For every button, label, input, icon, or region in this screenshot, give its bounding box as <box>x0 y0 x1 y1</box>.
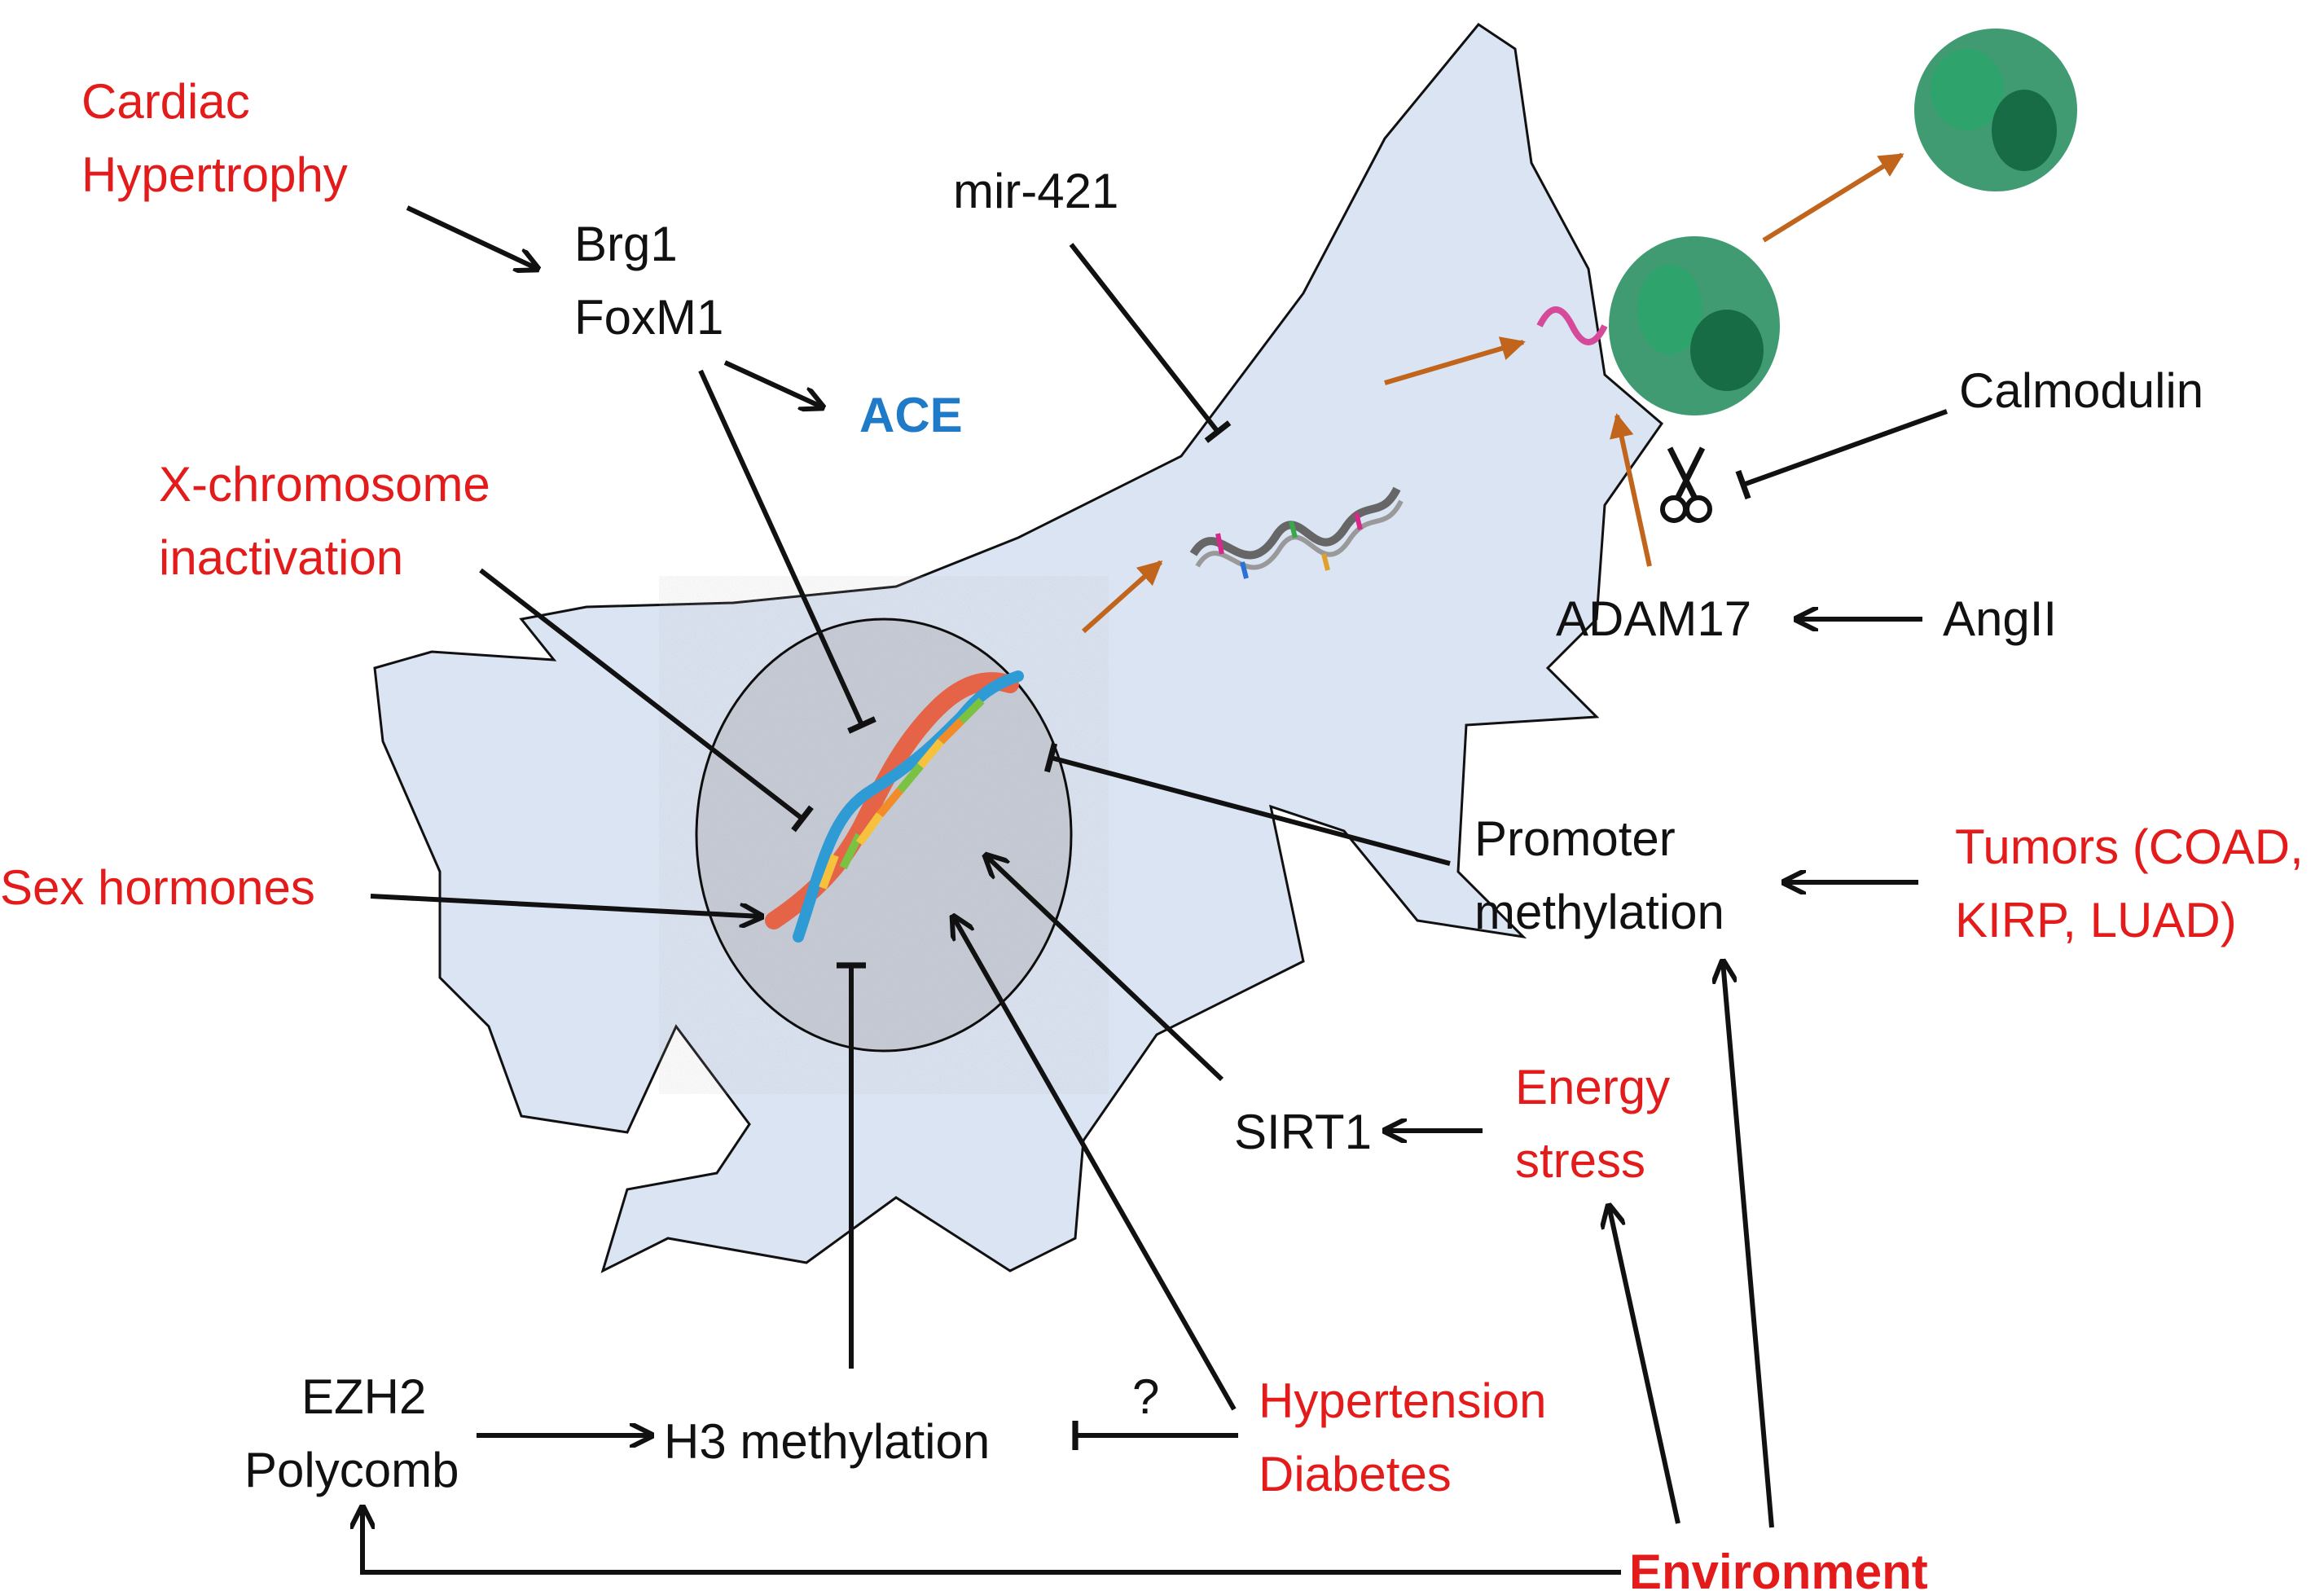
hypertension-diabetes-label: Hypertension Diabetes <box>1259 1373 1560 1501</box>
protein-structure-icon <box>1536 236 1780 415</box>
shedding-arrow <box>1762 152 1904 243</box>
calmodulin-inhibits-cleavage <box>1735 409 1948 500</box>
environment-label: Environment <box>1629 1545 1928 1591</box>
hypertension-to-dna-arrow <box>953 916 1237 1411</box>
nucleus <box>695 618 1073 1053</box>
hypertrophy-to-brg1-arrow <box>406 205 538 269</box>
tumors-label: Tumors (COAD, KIRP, LUAD) <box>1955 820 2317 947</box>
dna-double-helix-icon <box>765 670 1024 943</box>
mir421-label: mir-421 <box>953 164 1118 218</box>
scissors-icon <box>1660 446 1712 523</box>
adam17-cleavage-arrow <box>1610 413 1652 567</box>
promoter-methylation-label: Promoter methylation <box>1474 811 1724 939</box>
x-chromosome-label: X-chromosome inactivation <box>159 457 503 585</box>
sex-hormones-to-dna-arrow <box>370 894 762 916</box>
ezh2-polycomb-label: EZH2 Polycomb <box>244 1369 459 1497</box>
cell-body <box>373 22 1664 1273</box>
unknown-link-label: ? <box>1132 1369 1159 1424</box>
angii-label: AngII <box>1943 591 2057 646</box>
cardiac-hypertrophy-label: Cardiac Hypertrophy <box>81 74 348 202</box>
xchrom-inhibits-dna <box>479 568 814 833</box>
mrna-strand-icon <box>1189 486 1404 579</box>
brg1-foxm1-label: Brg1 FoxM1 <box>574 217 723 345</box>
sirt1-to-dna-arrow <box>986 855 1224 1082</box>
sirt1-label: SIRT1 <box>1234 1105 1372 1159</box>
adam17-label: ADAM17 <box>1556 591 1751 646</box>
energy-stress-label: Energy stress <box>1515 1060 1684 1188</box>
foxm1-inhibits-dna <box>698 369 876 734</box>
environment-to-polycomb-arrow <box>362 1507 1621 1575</box>
environment-to-promoter-arrow <box>1723 961 1774 1528</box>
calmodulin-label: Calmodulin <box>1959 363 2203 418</box>
h3-methylation-label: H3 methylation <box>664 1414 990 1469</box>
sex-hormones-label: Sex hormones <box>0 860 315 915</box>
mir421-inhibits-mrna <box>1069 243 1232 443</box>
protein-structure-icon <box>1914 29 2077 191</box>
environment-to-energy-arrow <box>1609 1206 1680 1524</box>
foxm1-to-ace-arrow <box>723 360 823 407</box>
ace-gene-label: ACE <box>859 388 963 442</box>
promoter-inhibits-dna <box>1043 742 1451 866</box>
transcription-arrow <box>1081 560 1163 634</box>
translation-arrow <box>1384 336 1526 385</box>
